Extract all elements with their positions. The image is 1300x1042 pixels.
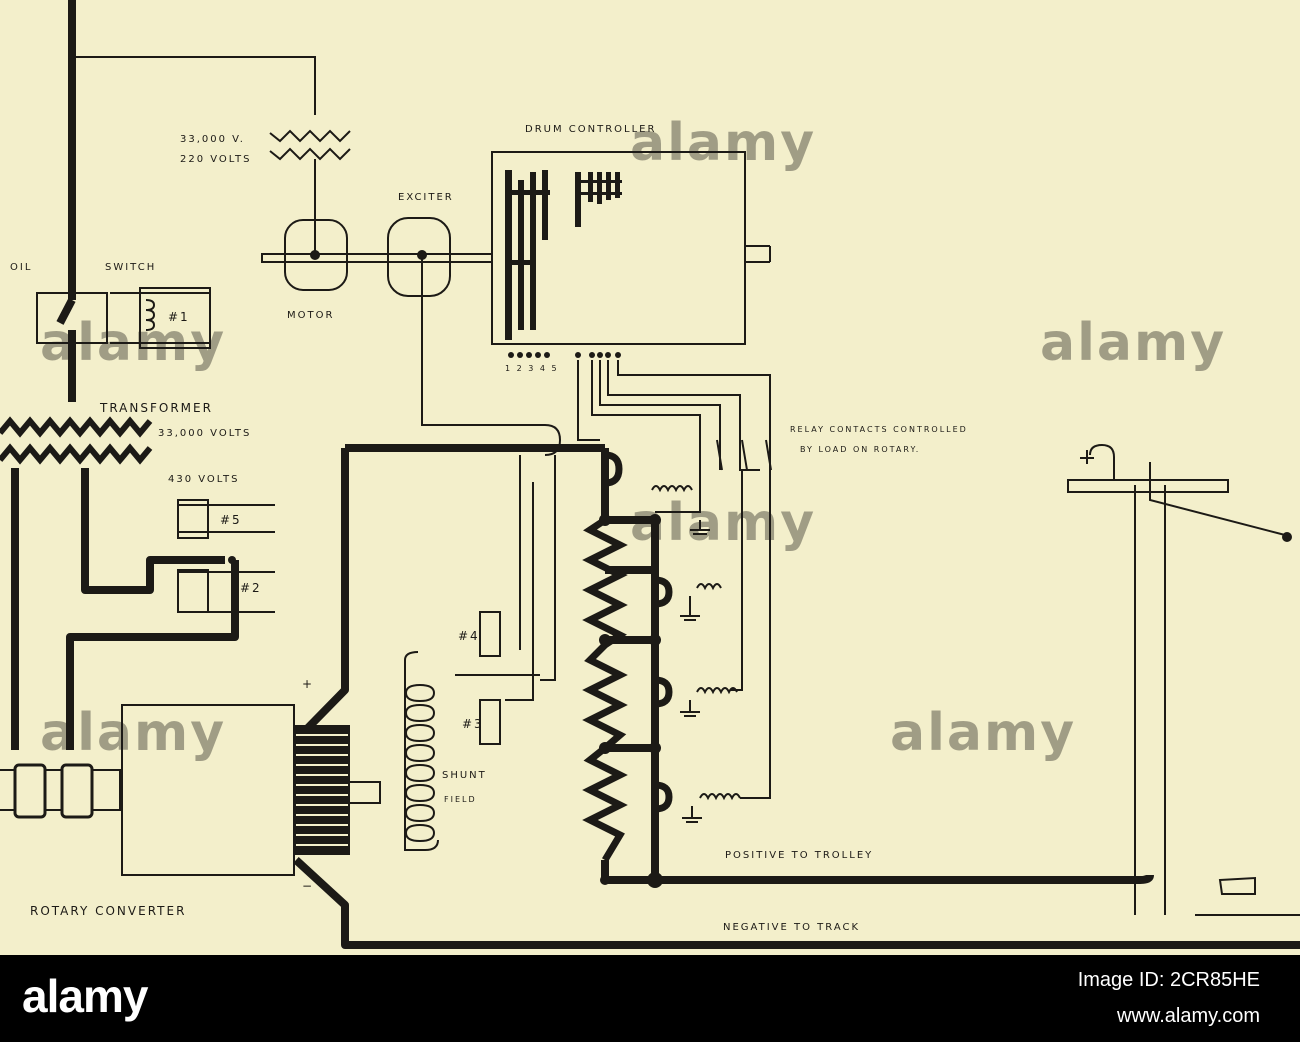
paper-background (0, 0, 1300, 955)
label-coil-1: #1 (168, 310, 190, 324)
watermark: alamy (1040, 313, 1226, 373)
label-motor: MOTOR (287, 310, 334, 321)
slip-rings (13, 763, 94, 819)
commutator (294, 725, 350, 855)
label-oil: OIL (10, 262, 32, 273)
label-drum-controller: DRUM CONTROLLER (525, 124, 656, 135)
label-exciter: EXCITER (398, 192, 454, 203)
drum-controller-contacts (505, 170, 622, 358)
footer-bar: alamy Image ID: 2CR85HE www.alamy.com (0, 955, 1300, 1042)
label-switch: SWITCH (105, 262, 156, 273)
label-430-volts: 430 VOLTS (168, 474, 239, 485)
label-coil-4: #4 (458, 629, 480, 643)
footer-logo: alamy (22, 970, 148, 1022)
label-coil-5: #5 (220, 513, 242, 527)
label-coil-3: #3 (462, 717, 484, 731)
main-transformer (0, 416, 153, 465)
label-relay-contacts-2: BY LOAD ON ROTARY. (800, 445, 920, 454)
label-negative-to-track: NEGATIVE TO TRACK (723, 922, 860, 933)
label-contact-numbers: 1 2 3 4 5 (505, 364, 559, 373)
power-wiring (11, 0, 1300, 949)
watermark: alamy (890, 703, 1076, 763)
label-shunt: SHUNT (442, 770, 487, 781)
wiring-diagram: 33,000 V. 220 VOLTS DRUM CONTROLLER EXCI… (0, 0, 1300, 955)
watermark: alamy (630, 113, 816, 173)
label-33000v: 33,000 V. (180, 134, 245, 145)
image-id: Image ID: 2CR85HE (1077, 969, 1260, 991)
control-coils (139, 287, 501, 745)
series-resistor (582, 451, 673, 862)
label-positive-to-trolley: POSITIVE TO TROLLEY (725, 850, 873, 861)
label-relay-contacts-1: RELAY CONTACTS CONTROLLED (790, 425, 968, 434)
watermark: alamy (630, 493, 816, 553)
label-transformer: TRANSFORMER (99, 401, 213, 415)
watermark: alamy (40, 313, 226, 373)
label-field: FIELD (444, 795, 477, 804)
label-plus: + (302, 677, 314, 691)
label-minus: − (302, 879, 314, 893)
label-rotary-converter: ROTARY CONVERTER (30, 904, 186, 918)
label-220-volts: 220 VOLTS (180, 154, 251, 165)
label-coil-2: #2 (240, 581, 262, 595)
watermark-group: alamy alamy alamy alamy alamy alamy (40, 113, 1226, 763)
watermark: alamy (40, 703, 226, 763)
site-url: www.alamy.com (1117, 1005, 1260, 1027)
label-33000-volts: 33,000 VOLTS (158, 428, 251, 439)
junctions (228, 514, 663, 888)
